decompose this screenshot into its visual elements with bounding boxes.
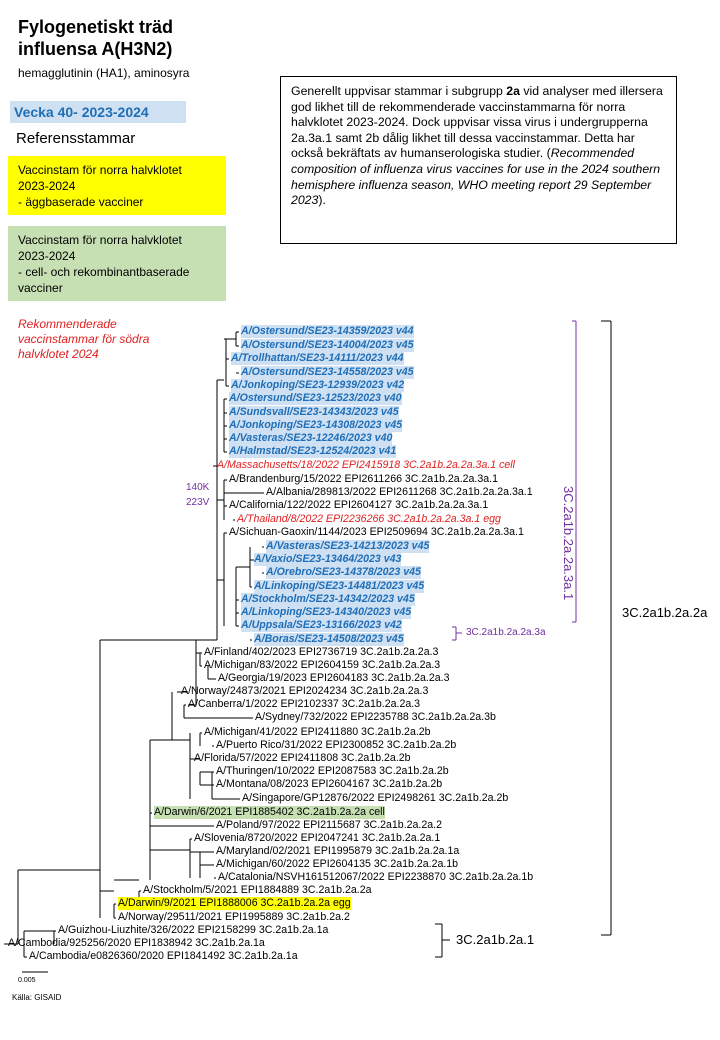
tree-leaf: A/Maryland/02/2021 EPI1995879 3C.2a1b.2a… bbox=[216, 845, 460, 857]
tree-leaf: A/Jonkoping/SE23-12939/2023 v42 bbox=[231, 379, 405, 392]
tree-leaf: A/Thailand/8/2022 EPI2236266 3C.2a1b.2a.… bbox=[237, 513, 501, 525]
tree-leaf: A/Singapore/GP12876/2022 EPI2498261 3C.2… bbox=[242, 792, 509, 804]
tree-leaf: A/Poland/97/2022 EPI2115687 3C.2a1b.2a.2… bbox=[216, 819, 442, 831]
legend-line: - cell- och rekombinantbaserade bbox=[18, 265, 190, 279]
legend-line: vaccinstammar för södra bbox=[18, 332, 150, 346]
tree-leaf: A/Vaxio/SE23-13464/2023 v43 bbox=[254, 553, 402, 566]
tree-leaf: A/Cambodia/e0826360/2020 EPI1841492 3C.2… bbox=[29, 950, 298, 962]
tree-leaf: A/Canberra/1/2022 EPI2102337 3C.2a1b.2a.… bbox=[188, 698, 421, 710]
legend-line: vacciner bbox=[18, 281, 63, 295]
page-title: Fylogenetiskt träd bbox=[18, 17, 174, 37]
southern-hemisphere-legend: Rekommenderade vaccinstammar för södra h… bbox=[18, 317, 218, 362]
mutation-label: 140K bbox=[186, 482, 210, 493]
tree-leaf: A/Boras/SE23-14508/2023 v45 bbox=[254, 633, 404, 646]
legend-line: - äggbaserade vacciner bbox=[18, 195, 144, 209]
tree-leaf: A/Ostersund/SE23-14558/2023 v45 bbox=[241, 366, 414, 379]
tree-leaf: A/Linkoping/SE23-14340/2023 v45 bbox=[241, 606, 412, 619]
tree-leaf: A/Sichuan-Gaoxin/1144/2023 EPI2509694 3C… bbox=[229, 526, 524, 538]
tree-leaf: A/Massachusetts/18/2022 EPI2415918 3C.2a… bbox=[217, 459, 516, 471]
tree-leaf: A/Montana/08/2023 EPI2604167 3C.2a1b.2a.… bbox=[216, 778, 443, 790]
info-citation: Recommended composition of influenza vir… bbox=[291, 146, 661, 208]
tree-leaf: A/Norway/24873/2021 EPI2024234 3C.2a1b.2… bbox=[181, 685, 429, 697]
tree-leaf: A/Halmstad/SE23-12524/2023 v41 bbox=[229, 445, 397, 458]
tree-leaf: A/Georgia/19/2023 EPI2604183 3C.2a1b.2a.… bbox=[218, 672, 450, 684]
tree-leaf: A/California/122/2022 EPI2604127 3C.2a1b… bbox=[229, 499, 489, 511]
legend-line: Vaccinstam för norra halvklotet bbox=[18, 233, 182, 247]
tree-leaf: A/Albania/289813/2022 EPI2611268 3C.2a1b… bbox=[266, 486, 533, 498]
tree-leaf: A/Ostersund/SE23-14359/2023 v44 bbox=[241, 325, 414, 338]
info-box: Generellt uppvisar stammar i subgrupp 2a… bbox=[280, 76, 677, 244]
scale-bar-label: 0.005 bbox=[18, 977, 36, 984]
reference-label: Referensstammar bbox=[16, 130, 136, 147]
tree-leaf: A/Sundsvall/SE23-14343/2023 v45 bbox=[229, 406, 399, 419]
tree-leaf: A/Michigan/60/2022 EPI2604135 3C.2a1b.2a… bbox=[216, 858, 459, 870]
page-subtitle: hemagglutinin (HA1), aminosyra bbox=[18, 66, 190, 80]
week-label: Vecka 40- 2023-2024 bbox=[10, 101, 186, 123]
legend-line: halvklotet 2024 bbox=[18, 347, 99, 361]
tree-leaf: A/Ostersund/SE23-14004/2023 v45 bbox=[241, 339, 414, 352]
egg-vaccine-legend: Vaccinstam för norra halvklotet 2023-202… bbox=[8, 156, 226, 215]
tree-leaf: A/Stockholm/5/2021 EPI1884889 3C.2a1b.2a… bbox=[143, 884, 372, 896]
info-text: vid analyser med illersera god likhet ti… bbox=[291, 84, 663, 161]
cell-vaccine-legend: Vaccinstam för norra halvklotet 2023-202… bbox=[8, 226, 226, 301]
clade-label-outgroup: 3C.2a1b.2a.1 bbox=[456, 932, 535, 947]
tree-leaf: A/Ostersund/SE23-12523/2023 v40 bbox=[229, 392, 402, 405]
tree-leaf: A/Cambodia/925256/2020 EPI1838942 3C.2a1… bbox=[8, 937, 265, 949]
tree-leaf: A/Uppsala/SE23-13166/2023 v42 bbox=[241, 619, 402, 632]
tree-leaf: A/Trollhattan/SE23-14111/2023 v44 bbox=[231, 352, 404, 365]
info-text: ). bbox=[318, 193, 326, 208]
tree-leaf: A/Brandenburg/15/2022 EPI2611266 3C.2a1b… bbox=[229, 473, 498, 485]
legend-line: Rekommenderade bbox=[18, 317, 117, 331]
mutation-label: 223V bbox=[186, 497, 210, 508]
tree-leaf: A/Thuringen/10/2022 EPI2087583 3C.2a1b.2… bbox=[216, 765, 449, 777]
tree-leaf: A/Sydney/732/2022 EPI2235788 3C.2a1b.2a.… bbox=[255, 711, 496, 723]
tree-leaf: A/Linkoping/SE23-14481/2023 v45 bbox=[254, 580, 425, 593]
legend-line: 2023-2024 bbox=[18, 249, 76, 263]
legend-line: Vaccinstam för norra halvklotet bbox=[18, 163, 182, 177]
tree-leaf: A/Vasteras/SE23-12246/2023 v40 bbox=[229, 432, 393, 445]
clade-label-main: 3C.2a1b.2a.2a bbox=[622, 605, 708, 620]
page-title-virus: influensa A(H3N2) bbox=[18, 39, 173, 59]
tree-leaf: A/Guizhou-Liuzhite/326/2022 EPI2158299 3… bbox=[58, 924, 329, 936]
source-note: Källa: GISAID bbox=[12, 993, 62, 1002]
info-text: Generellt uppvisar stammar i subgrupp bbox=[291, 84, 507, 98]
tree-leaf: A/Catalonia/NSVH161512067/2022 EPI223887… bbox=[218, 871, 534, 883]
info-bold: 2a bbox=[506, 84, 520, 98]
tree-leaf: A/Orebro/SE23-14378/2023 v45 bbox=[266, 566, 421, 579]
tree-leaf: A/Florida/57/2022 EPI2411808 3C.2a1b.2a.… bbox=[194, 752, 411, 764]
tree-leaf: A/Darwin/9/2021 EPI1888006 3C.2a1b.2a.2a… bbox=[118, 897, 351, 910]
tree-leaf: A/Slovenia/8720/2022 EPI2047241 3C.2a1b.… bbox=[194, 832, 441, 844]
tree-leaf: A/Finland/402/2023 EPI2736719 3C.2a1b.2a… bbox=[204, 646, 439, 658]
tree-leaf: A/Michigan/41/2022 EPI2411880 3C.2a1b.2a… bbox=[204, 726, 431, 738]
tree-leaf: A/Stockholm/SE23-14342/2023 v45 bbox=[241, 593, 415, 606]
clade-label-3a: 3C.2a1b.2a.2a.3a bbox=[466, 627, 546, 638]
tree-leaf: A/Puerto Rico/31/2022 EPI2300852 3C.2a1b… bbox=[216, 739, 457, 751]
tree-leaf: A/Vasteras/SE23-14213/2023 v45 bbox=[266, 540, 430, 553]
legend-line: 2023-2024 bbox=[18, 179, 76, 193]
tree-leaf: A/Darwin/6/2021 EPI1885402 3C.2a1b.2a.2a… bbox=[154, 806, 385, 819]
tree-leaf: A/Michigan/83/2022 EPI2604159 3C.2a1b.2a… bbox=[204, 659, 441, 671]
clade-label-3a1: 3C.2a1b.2a.2a.3a.1 bbox=[561, 486, 576, 601]
tree-leaf: A/Jonkoping/SE23-14308/2023 v45 bbox=[229, 419, 403, 432]
tree-leaf: A/Norway/29511/2021 EPI1995889 3C.2a1b.2… bbox=[118, 911, 350, 923]
